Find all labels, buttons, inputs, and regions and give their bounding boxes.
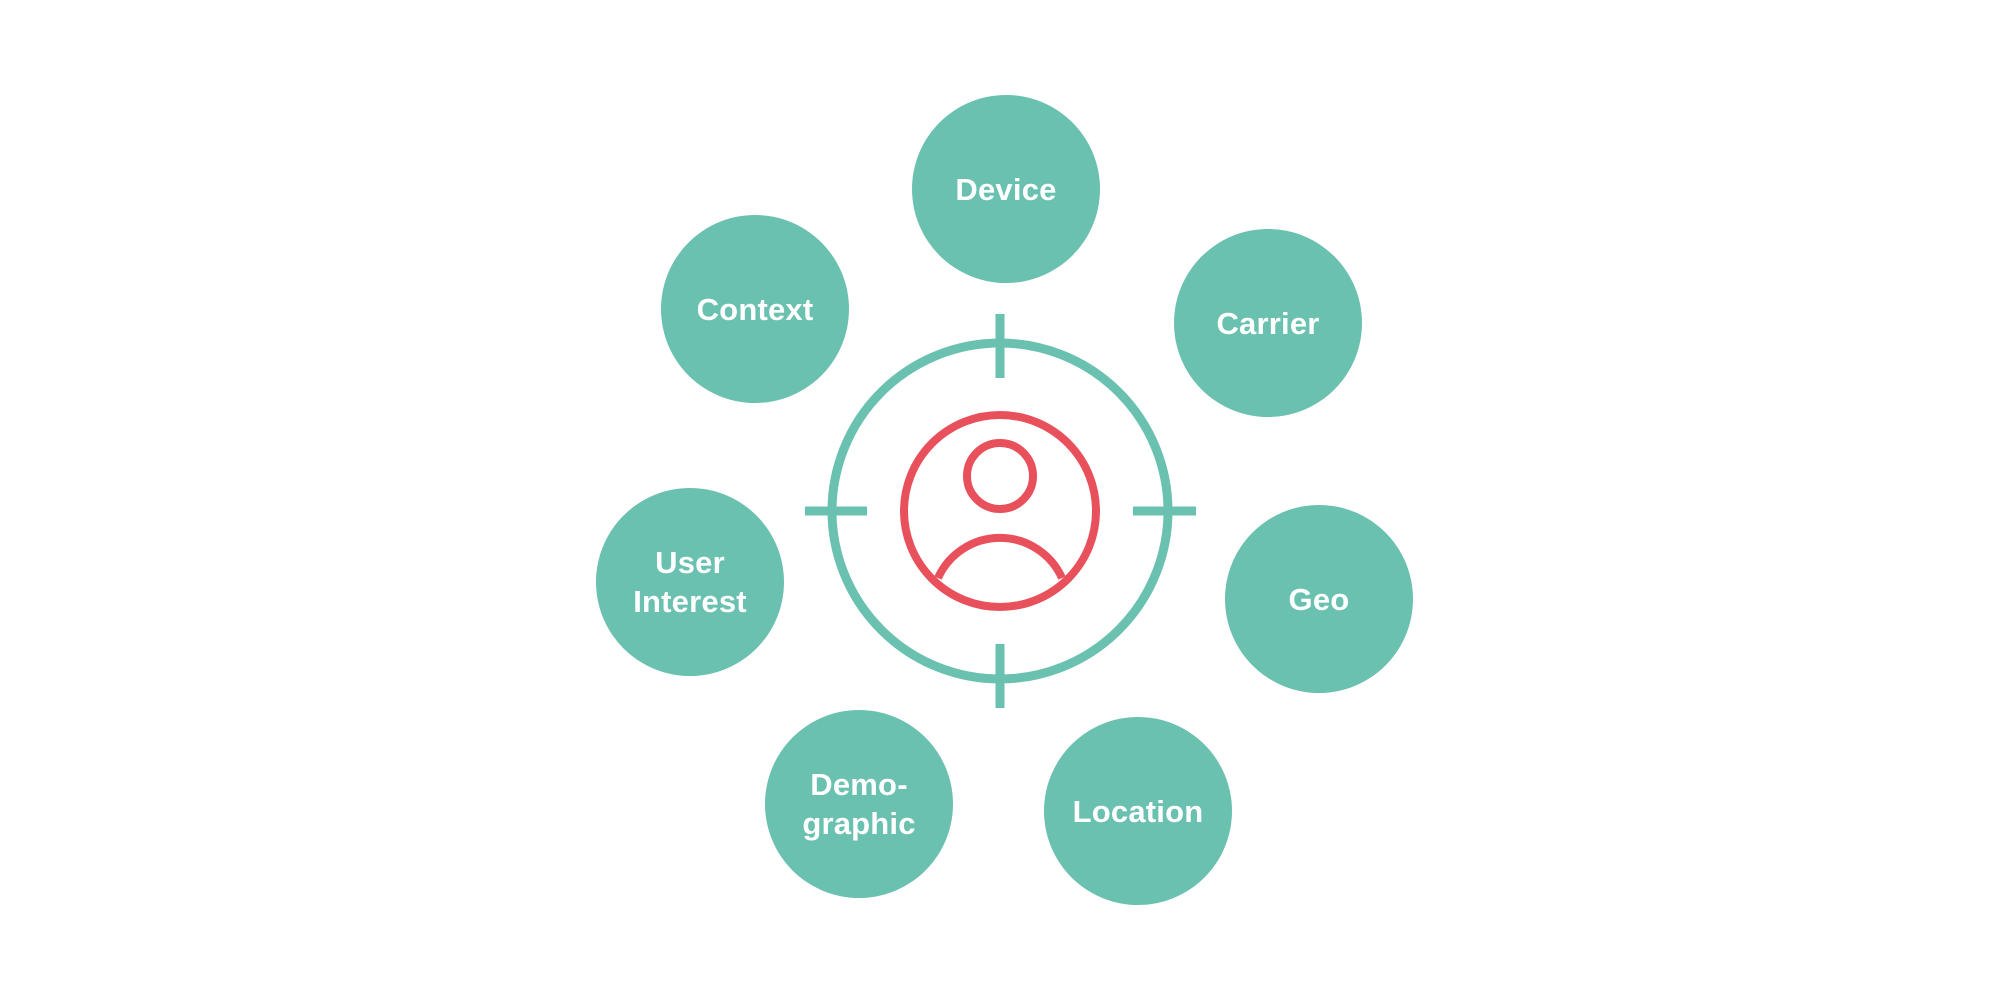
crosshair-target-icon	[805, 314, 1196, 708]
node-label-device: Device	[955, 171, 1057, 207]
node-label-context: Context	[696, 291, 814, 327]
node-label-carrier: Carrier	[1216, 305, 1320, 341]
user-icon-outer-circle	[900, 411, 1100, 611]
user-icon-head	[963, 439, 1037, 513]
node-location: Location	[1044, 717, 1232, 905]
node-label-geo: Geo	[1288, 581, 1350, 617]
node-context: Context	[661, 215, 849, 403]
node-label-location: Location	[1072, 793, 1204, 829]
node-device: Device	[912, 95, 1100, 283]
node-geo: Geo	[1225, 505, 1413, 693]
node-user-interest: User Interest	[596, 488, 784, 676]
node-label-demographic: Demo- graphic	[802, 767, 916, 841]
node-demographic: Demo- graphic	[765, 710, 953, 898]
user-icon	[900, 411, 1100, 611]
user-icon-shoulders	[934, 534, 1066, 580]
node-label-user-interest: User Interest	[633, 545, 747, 619]
node-carrier: Carrier	[1174, 229, 1362, 417]
